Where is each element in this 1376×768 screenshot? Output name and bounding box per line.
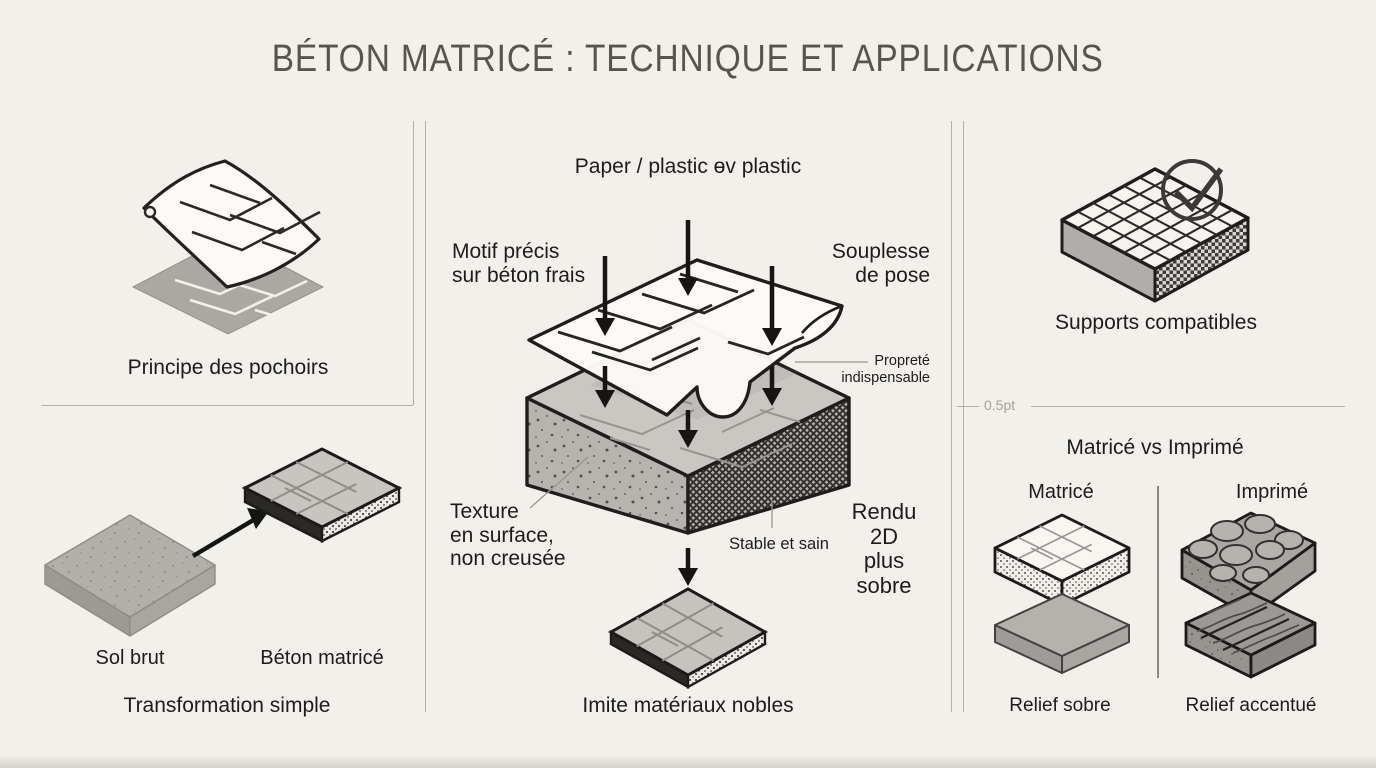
stencil-principle-caption: Principe des pochoirs [127,356,329,379]
halfpt-divider-tick [957,406,979,407]
divider-left-outer [425,121,426,712]
raw-slab [44,514,216,637]
vs-sub-divider [1157,486,1159,678]
stamping-process-illustration [525,220,868,690]
relief-accentue-caption: Relief accentué [1185,695,1317,716]
page-title: BÉTON MATRICÉ : TECHNIQUE ET APPLICATION… [272,38,1104,80]
rendu-label: Rendu 2D plus sobre [851,499,917,598]
check-icon [1161,159,1224,221]
relief-comparison-illustration [993,511,1317,679]
texture-label: Texture en surface, non creusée [450,500,566,571]
divider-right-inner [951,121,952,712]
stencil-principle-illustration [131,159,325,335]
imprime-cobble-slab [1180,511,1317,619]
raw-slab-label: Sol brut [95,647,165,669]
leader-lines [529,361,868,528]
relief-sobre-caption: Relief sobre [1009,695,1111,716]
stamped-tile-label: Béton matricé [260,647,384,669]
matrice-base-slab [994,593,1130,674]
imprime-wood-slab [1184,591,1317,679]
page-title-wrap: BÉTON MATRICÉ : TECHNIQUE ET APPLICATION… [0,38,1376,81]
result-tile [607,587,769,690]
divider-left-inner [413,121,414,405]
stable-label: Stable et sain [729,535,829,553]
matrice-column-header: Matricé [1028,481,1094,503]
divider-right-outer [963,121,964,712]
motif-label: Motif précis sur béton frais [452,240,586,287]
proprete-label: Propreté indispensable [841,353,930,386]
transformation-caption: Transformation simple [123,694,331,717]
vs-heading: Matricé vs Imprimé [1066,436,1244,459]
halfpt-divider-line [1031,406,1345,407]
imprime-column-header: Imprimé [1235,481,1309,503]
stencil-material-heading: Paper / plastic ɵv plastic [574,155,802,178]
compatible-supports-illustration [1060,159,1250,303]
stamped-tile [241,447,403,543]
divider-left-horizontal [42,405,413,406]
transformation-illustration [44,447,403,637]
transform-arrow [191,508,269,558]
matrice-overlay-slab [993,513,1131,607]
press-arrows [595,220,782,586]
halfpt-divider-label: 0.5pt [984,397,1016,413]
souplesse-label: Souplesse de pose [831,240,930,287]
imitation-caption: Imite matériaux nobles [582,694,794,717]
supports-caption: Supports compatibles [1055,311,1257,334]
